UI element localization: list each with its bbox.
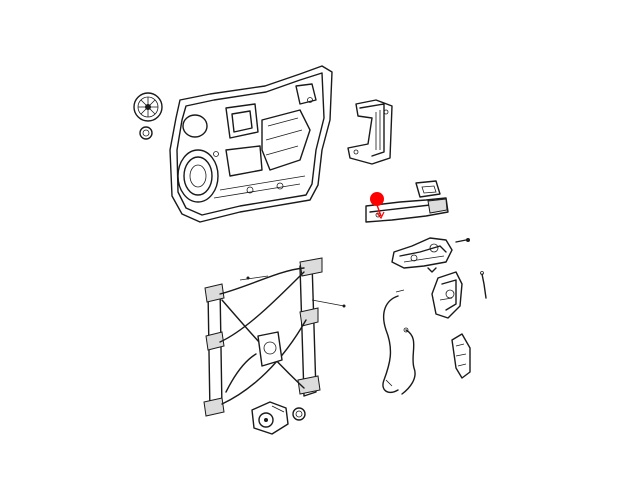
speaker-part[interactable] xyxy=(133,92,163,122)
callout-marker[interactable] xyxy=(370,192,385,220)
window-regulator[interactable] xyxy=(203,257,346,417)
lock-rod[interactable] xyxy=(480,271,487,299)
handle-bezel[interactable] xyxy=(415,180,441,198)
latch-bolt[interactable] xyxy=(455,238,470,243)
exterior-door-handle[interactable] xyxy=(365,197,449,223)
latch-clip[interactable] xyxy=(427,267,437,273)
window-motor[interactable] xyxy=(251,401,289,435)
lock-cable[interactable] xyxy=(401,327,416,395)
motor-grommet[interactable] xyxy=(292,407,306,421)
latch-shield[interactable] xyxy=(451,333,471,379)
grommet-part[interactable] xyxy=(139,126,153,140)
door-module-panel[interactable] xyxy=(169,65,333,223)
door-latch-actuator[interactable] xyxy=(431,271,463,319)
handle-bracket[interactable] xyxy=(347,99,393,165)
door-latch-part[interactable] xyxy=(391,237,453,269)
handle-cable[interactable] xyxy=(382,289,405,394)
